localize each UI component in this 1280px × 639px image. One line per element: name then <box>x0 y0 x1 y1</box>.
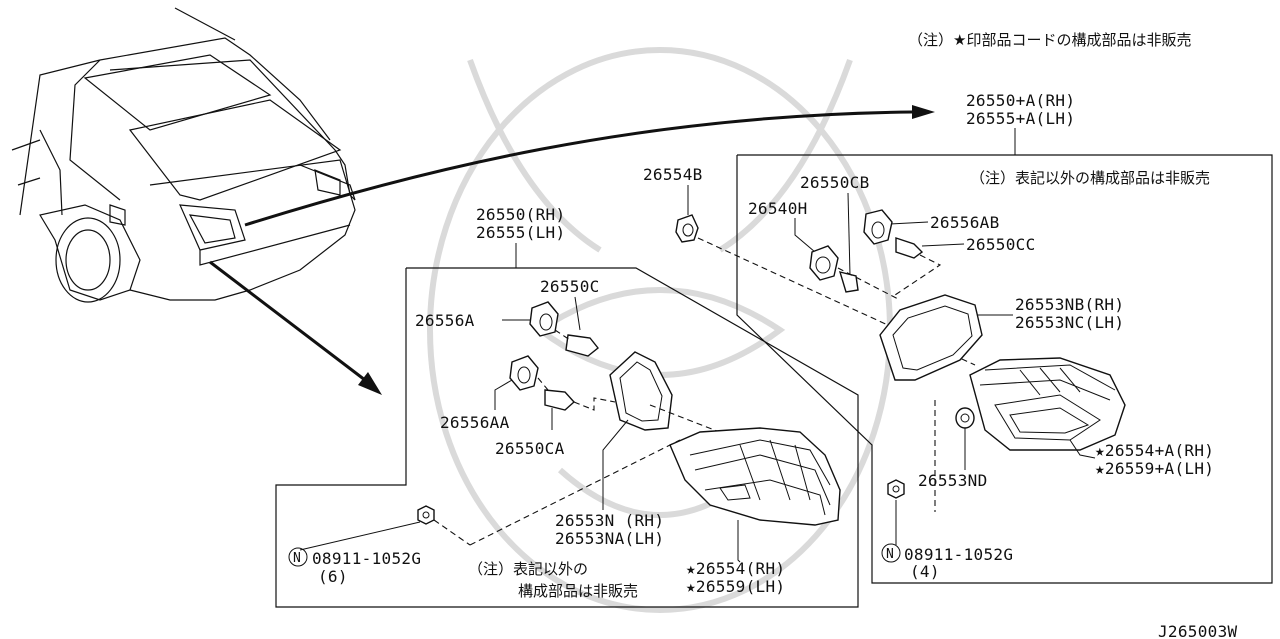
label-26555A-lh: 26555+A(LH) <box>966 109 1075 128</box>
note-left-line1: （注）表記以外の <box>468 560 588 578</box>
label-26550A-rh: 26550+A(RH) <box>966 91 1075 110</box>
grommet-26554B <box>675 214 699 243</box>
bulb-26550CC <box>895 237 924 259</box>
label-26553NB: 26553NB(RH) <box>1015 295 1124 314</box>
label-26550CA: 26550CA <box>495 439 565 458</box>
nut-symbol-right <box>881 543 901 563</box>
label-26554-rh: ★26554(RH) <box>686 559 785 578</box>
label-26559-lh: ★26559(LH) <box>686 577 785 596</box>
bulb-26550CB <box>838 271 859 293</box>
socket-26556A <box>529 301 559 337</box>
bulb-26550CA <box>544 389 575 411</box>
nut-symbol-left-letter: N <box>293 551 301 566</box>
socket-26540H <box>809 245 839 281</box>
label-26559A-lh: ★26559+A(LH) <box>1095 459 1214 478</box>
label-26555-lh: 26555(LH) <box>476 223 565 242</box>
arrows <box>209 105 935 395</box>
label-26550CC: 26550CC <box>966 235 1036 254</box>
label-26556AB: 26556AB <box>930 213 1000 232</box>
socket-26556AB <box>863 209 893 245</box>
label-26556AA: 26556AA <box>440 413 510 432</box>
right-assembly-box <box>736 154 1273 584</box>
label-08911-left: 08911-1052G <box>312 549 421 568</box>
label-26553NA: 26553NA(LH) <box>555 529 664 548</box>
lamp-26554 <box>669 427 841 526</box>
label-qty-left: (6) <box>318 567 348 586</box>
note-top: （注）★印部品コードの構成部品は非販売 <box>908 31 1191 49</box>
label-qty-right: (4) <box>910 562 940 581</box>
note-right: （注）表記以外の構成部品は非販売 <box>970 169 1210 187</box>
nut-right <box>887 479 905 499</box>
label-08911-right: 08911-1052G <box>904 545 1013 564</box>
car-rear-illustration <box>11 7 356 303</box>
label-26553ND: 26553ND <box>918 471 988 490</box>
label-26553N: 26553N (RH) <box>555 511 664 530</box>
gasket-26553N <box>609 351 673 431</box>
nut-symbol-left <box>288 547 308 567</box>
bulb-26550C <box>565 334 599 357</box>
grommet-26553ND <box>955 407 975 429</box>
lamp-26554A <box>969 357 1126 451</box>
label-26554B: 26554B <box>643 165 703 184</box>
socket-26556AA <box>509 355 539 391</box>
label-26554A-rh: ★26554+A(RH) <box>1095 441 1214 460</box>
diagram-code: J265003W <box>1158 622 1238 639</box>
left-assembly-box <box>275 267 859 608</box>
label-26556A: 26556A <box>415 311 475 330</box>
gasket-26553NB <box>879 294 983 381</box>
note-left-line2: 構成部品は非販売 <box>518 582 638 600</box>
label-26553NC: 26553NC(LH) <box>1015 313 1124 332</box>
label-26550CB: 26550CB <box>800 173 870 192</box>
nut-symbol-right-letter: N <box>886 547 894 562</box>
nut-left <box>417 505 435 525</box>
label-26540H: 26540H <box>748 199 808 218</box>
label-26550-rh: 26550(RH) <box>476 205 565 224</box>
label-26550C: 26550C <box>540 277 600 296</box>
